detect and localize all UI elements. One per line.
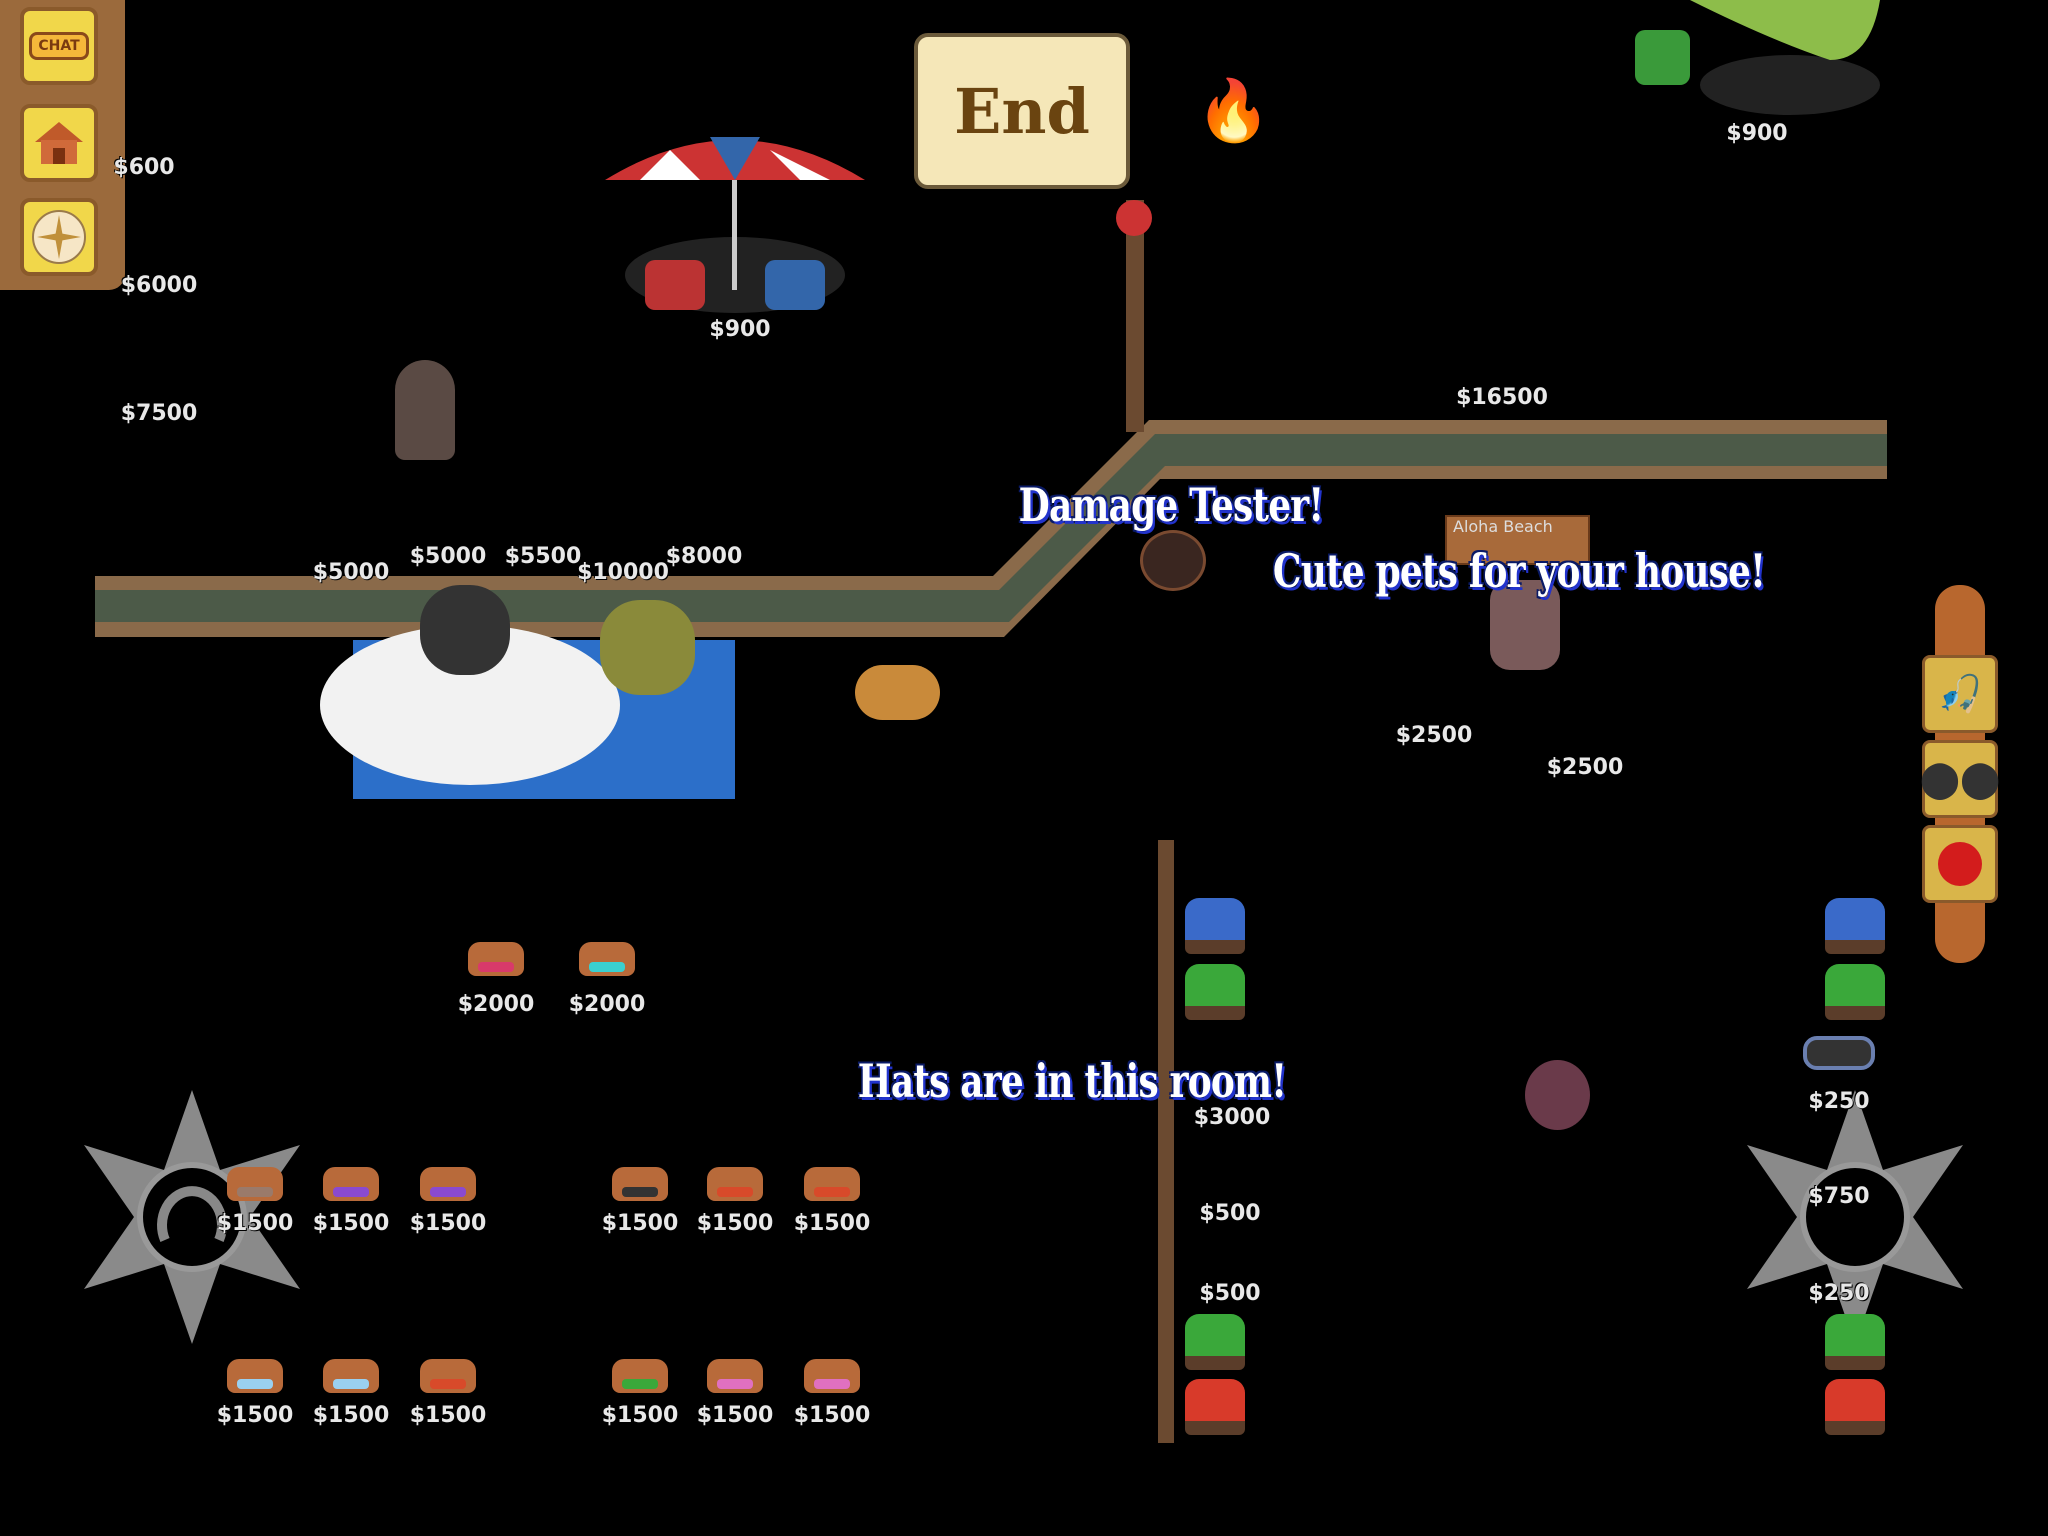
chat-button[interactable]: CHAT — [20, 7, 98, 85]
price-fruit: $250 — [1808, 1281, 1870, 1306]
price-blue-knife: $5000 — [409, 544, 487, 569]
price-spider: $2500 — [1546, 755, 1624, 780]
end-sign[interactable]: End — [914, 33, 1130, 189]
hat-item[interactable] — [420, 1167, 476, 1201]
price-hammer: $16500 — [1456, 385, 1548, 410]
hat-item[interactable] — [612, 1359, 668, 1393]
price-beach-umbrella: $3000 — [1193, 1105, 1271, 1130]
hat-price: $1500 — [696, 1211, 774, 1236]
price-hat-item: $750 — [1808, 1184, 1870, 1209]
price-ice-cream: $500 — [1199, 1281, 1261, 1306]
price-hat-b: $2000 — [568, 992, 646, 1017]
green-umbrella-set[interactable] — [1630, 0, 1890, 120]
price-doll: $5000 — [312, 560, 390, 585]
player-character[interactable] — [395, 360, 455, 460]
hat-item[interactable] — [707, 1167, 763, 1201]
player-hooded[interactable] — [1525, 1060, 1590, 1130]
fence — [1158, 840, 1174, 1443]
hat-price: $1500 — [696, 1403, 774, 1428]
beach-chair[interactable] — [1825, 964, 1885, 1020]
sunglasses-item[interactable] — [1803, 1036, 1875, 1070]
hat-item[interactable] — [420, 1359, 476, 1393]
hat-item[interactable] — [468, 942, 524, 976]
hat-item[interactable] — [323, 1359, 379, 1393]
campfire-icon[interactable]: 🔥 — [1196, 76, 1271, 146]
hat-item[interactable] — [804, 1167, 860, 1201]
price-pouch: $7500 — [120, 401, 198, 426]
price-coconut: $500 — [1199, 1201, 1261, 1226]
hat-item[interactable] — [579, 942, 635, 976]
house-icon — [35, 122, 83, 164]
cute-pets-banner: Cute pets for your house! — [1272, 544, 1766, 598]
hat-item[interactable] — [707, 1359, 763, 1393]
beach-chair[interactable] — [1185, 964, 1245, 1020]
sheriff-badge-left[interactable] — [65, 1090, 319, 1344]
aloha-sign: Aloha Beach — [1445, 515, 1590, 565]
hat-item[interactable] — [227, 1167, 283, 1201]
player-surfer[interactable] — [420, 585, 510, 675]
pirate-npc[interactable] — [1490, 580, 1560, 670]
toolbar-binoculars-button[interactable]: ⬤⬤ — [1919, 740, 2001, 818]
beach-chair[interactable] — [1185, 1314, 1245, 1370]
hat-item[interactable] — [323, 1167, 379, 1201]
aloha-sign-label: Aloha Beach — [1453, 517, 1553, 536]
price-hat-a: $2000 — [457, 992, 535, 1017]
price-green-umbrella-set: $900 — [1726, 121, 1788, 146]
end-sign-label: End — [954, 74, 1090, 148]
price-sunglasses: $250 — [1808, 1089, 1870, 1114]
player-surfer-hat[interactable] — [600, 600, 695, 695]
hat-price: $1500 — [216, 1403, 294, 1428]
sheriff-badge-right[interactable] — [1728, 1090, 1982, 1344]
hat-price: $1500 — [312, 1211, 390, 1236]
chat-label: CHAT — [29, 32, 89, 60]
hat-item[interactable] — [804, 1359, 860, 1393]
beach-chair[interactable] — [1825, 898, 1885, 954]
hat-price: $1500 — [409, 1403, 487, 1428]
crab-pet[interactable] — [855, 665, 940, 720]
price-turtle: $2500 — [1395, 723, 1473, 748]
price-bow: $6000 — [120, 273, 198, 298]
price-horn: $10000 — [577, 560, 669, 585]
hat-price: $1500 — [601, 1211, 679, 1236]
price-gold-sword: $5500 — [504, 544, 582, 569]
price-umbrella-set: $900 — [709, 317, 771, 342]
hat-price: $1500 — [312, 1403, 390, 1428]
beach-chair[interactable] — [1825, 1314, 1885, 1370]
damage-tester-target[interactable] — [1140, 530, 1206, 591]
beach-umbrella-set[interactable] — [600, 125, 870, 325]
fishing-rod-icon: 🎣 — [1937, 674, 1983, 715]
pole — [1126, 200, 1144, 432]
damage-tester-banner: Damage Tester! — [1018, 478, 1325, 532]
house-button[interactable] — [20, 104, 98, 182]
beach-chair[interactable] — [1185, 898, 1245, 954]
map-button[interactable] — [20, 198, 98, 276]
hats-room-banner: Hats are in this room! — [857, 1054, 1287, 1108]
price-bullet-belt: $600 — [113, 155, 175, 180]
hat-price: $1500 — [601, 1403, 679, 1428]
hat-price: $1500 — [409, 1211, 487, 1236]
boxing-glove-icon — [1938, 842, 1982, 886]
toolbar-fishing-button[interactable]: 🎣 — [1922, 655, 1998, 733]
hat-price: $1500 — [216, 1211, 294, 1236]
binoculars-icon: ⬤⬤ — [1919, 758, 2001, 800]
beach-chair[interactable] — [1185, 1379, 1245, 1435]
hat-price: $1500 — [793, 1211, 871, 1236]
beach-chair[interactable] — [1825, 1379, 1885, 1435]
splash-cloud — [320, 625, 620, 785]
price-swordfish: $8000 — [665, 544, 743, 569]
compass-icon — [32, 210, 86, 264]
hat-item[interactable] — [612, 1167, 668, 1201]
hat-item[interactable] — [227, 1359, 283, 1393]
hat-price: $1500 — [793, 1403, 871, 1428]
toolbar-boxing-glove-button[interactable] — [1922, 825, 1998, 903]
